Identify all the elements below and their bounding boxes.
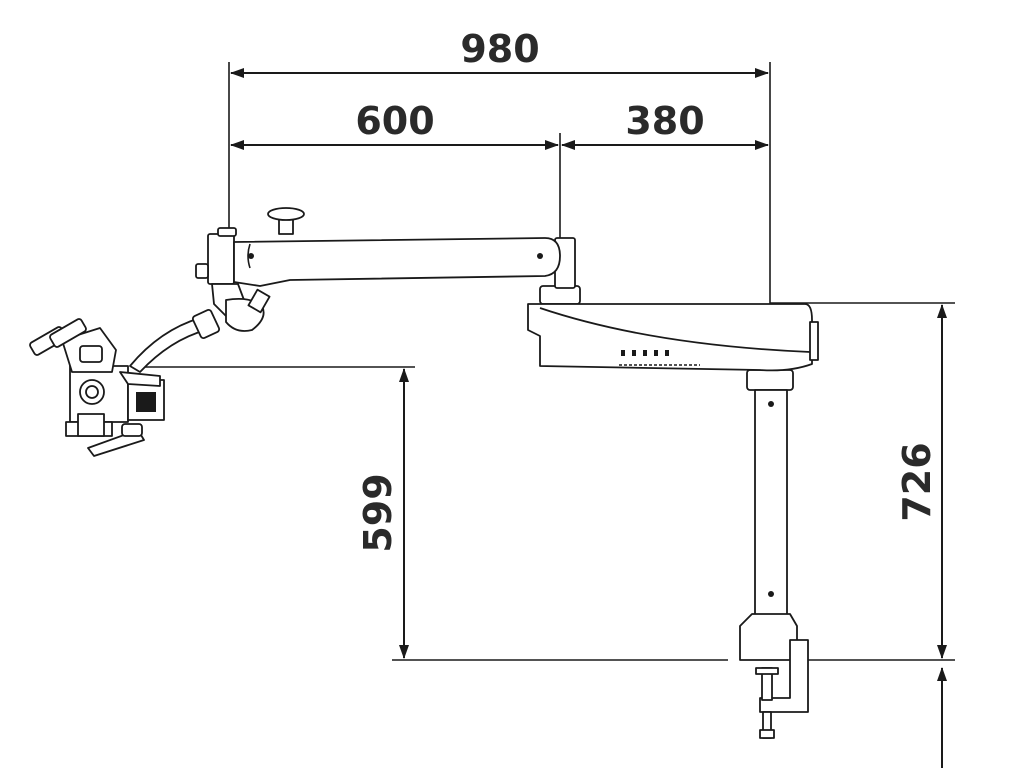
horizontal-arm — [195, 207, 576, 289]
dim-label-599: 599 — [356, 473, 400, 552]
tilt-arm — [129, 283, 271, 373]
binocular-eyepieces — [29, 318, 117, 373]
microscope-illustration — [29, 207, 819, 739]
dim-label-380: 380 — [625, 99, 704, 143]
vent-slots — [619, 350, 700, 366]
table-clamp — [755, 639, 809, 739]
arm-base-housing — [527, 285, 819, 372]
dim-label-726: 726 — [895, 442, 939, 521]
dim-label-600: 600 — [355, 99, 434, 143]
brake-knob — [267, 207, 305, 235]
dimension-lines — [140, 62, 955, 768]
dim-label-980: 980 — [460, 27, 539, 71]
column — [739, 369, 798, 661]
microscope-head — [29, 318, 165, 457]
